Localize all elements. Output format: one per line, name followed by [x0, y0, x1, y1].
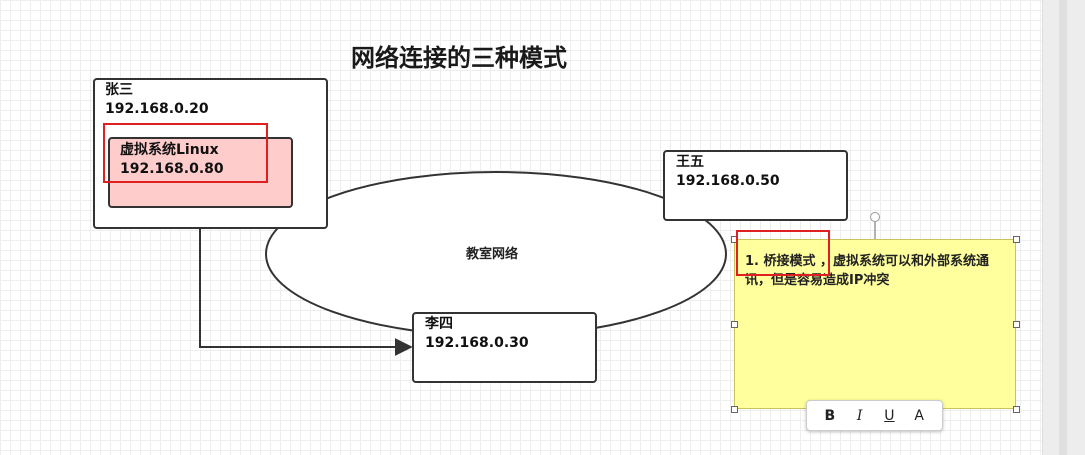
vm-linux[interactable]: 虚拟系统Linux 192.168.0.80 — [108, 137, 293, 208]
host-lisi-ip: 192.168.0.30 — [425, 335, 529, 351]
note-handle-top-right[interactable] — [1013, 236, 1020, 243]
note-handle-bottom-right[interactable] — [1013, 406, 1020, 413]
highlight-bridge-mode — [736, 230, 830, 276]
vm-linux-ip: 192.168.0.80 — [120, 161, 224, 177]
host-wangwu[interactable]: 王五 192.168.0.50 — [663, 150, 848, 221]
note-handle-mid-right[interactable] — [1013, 321, 1020, 328]
host-lisi[interactable]: 李四 192.168.0.30 — [412, 312, 597, 383]
diagram-title: 网络连接的三种模式 — [351, 44, 567, 72]
host-zhangsan-ip: 192.168.0.20 — [105, 101, 209, 117]
host-wangwu-name: 王五 — [676, 154, 704, 170]
font-color-button[interactable]: A — [914, 407, 924, 424]
bold-button[interactable]: B — [824, 407, 836, 424]
note-handle-mid-left[interactable] — [731, 321, 738, 328]
bridge-connector[interactable] — [191, 210, 413, 356]
host-wangwu-ip: 192.168.0.50 — [676, 173, 780, 189]
text-format-toolbar: B I U A — [806, 400, 943, 431]
network-label: 教室网络 — [466, 247, 519, 262]
sticky-note-text[interactable]: 1. 桥接模式 ，虚拟系统可以和外部系统通讯，但是容易造成IP冲突 — [745, 254, 990, 288]
note-rotate-handle[interactable] — [870, 212, 880, 222]
vertical-scrollbar-thumb[interactable] — [1059, 0, 1067, 455]
host-lisi-name: 李四 — [425, 316, 453, 332]
vm-linux-name: 虚拟系统Linux — [120, 142, 219, 158]
italic-button[interactable]: I — [856, 407, 863, 424]
host-zhangsan-name: 张三 — [105, 82, 133, 98]
note-handle-bottom-left[interactable] — [731, 406, 738, 413]
highlight-vm — [103, 123, 268, 183]
underline-button[interactable]: U — [884, 407, 895, 424]
